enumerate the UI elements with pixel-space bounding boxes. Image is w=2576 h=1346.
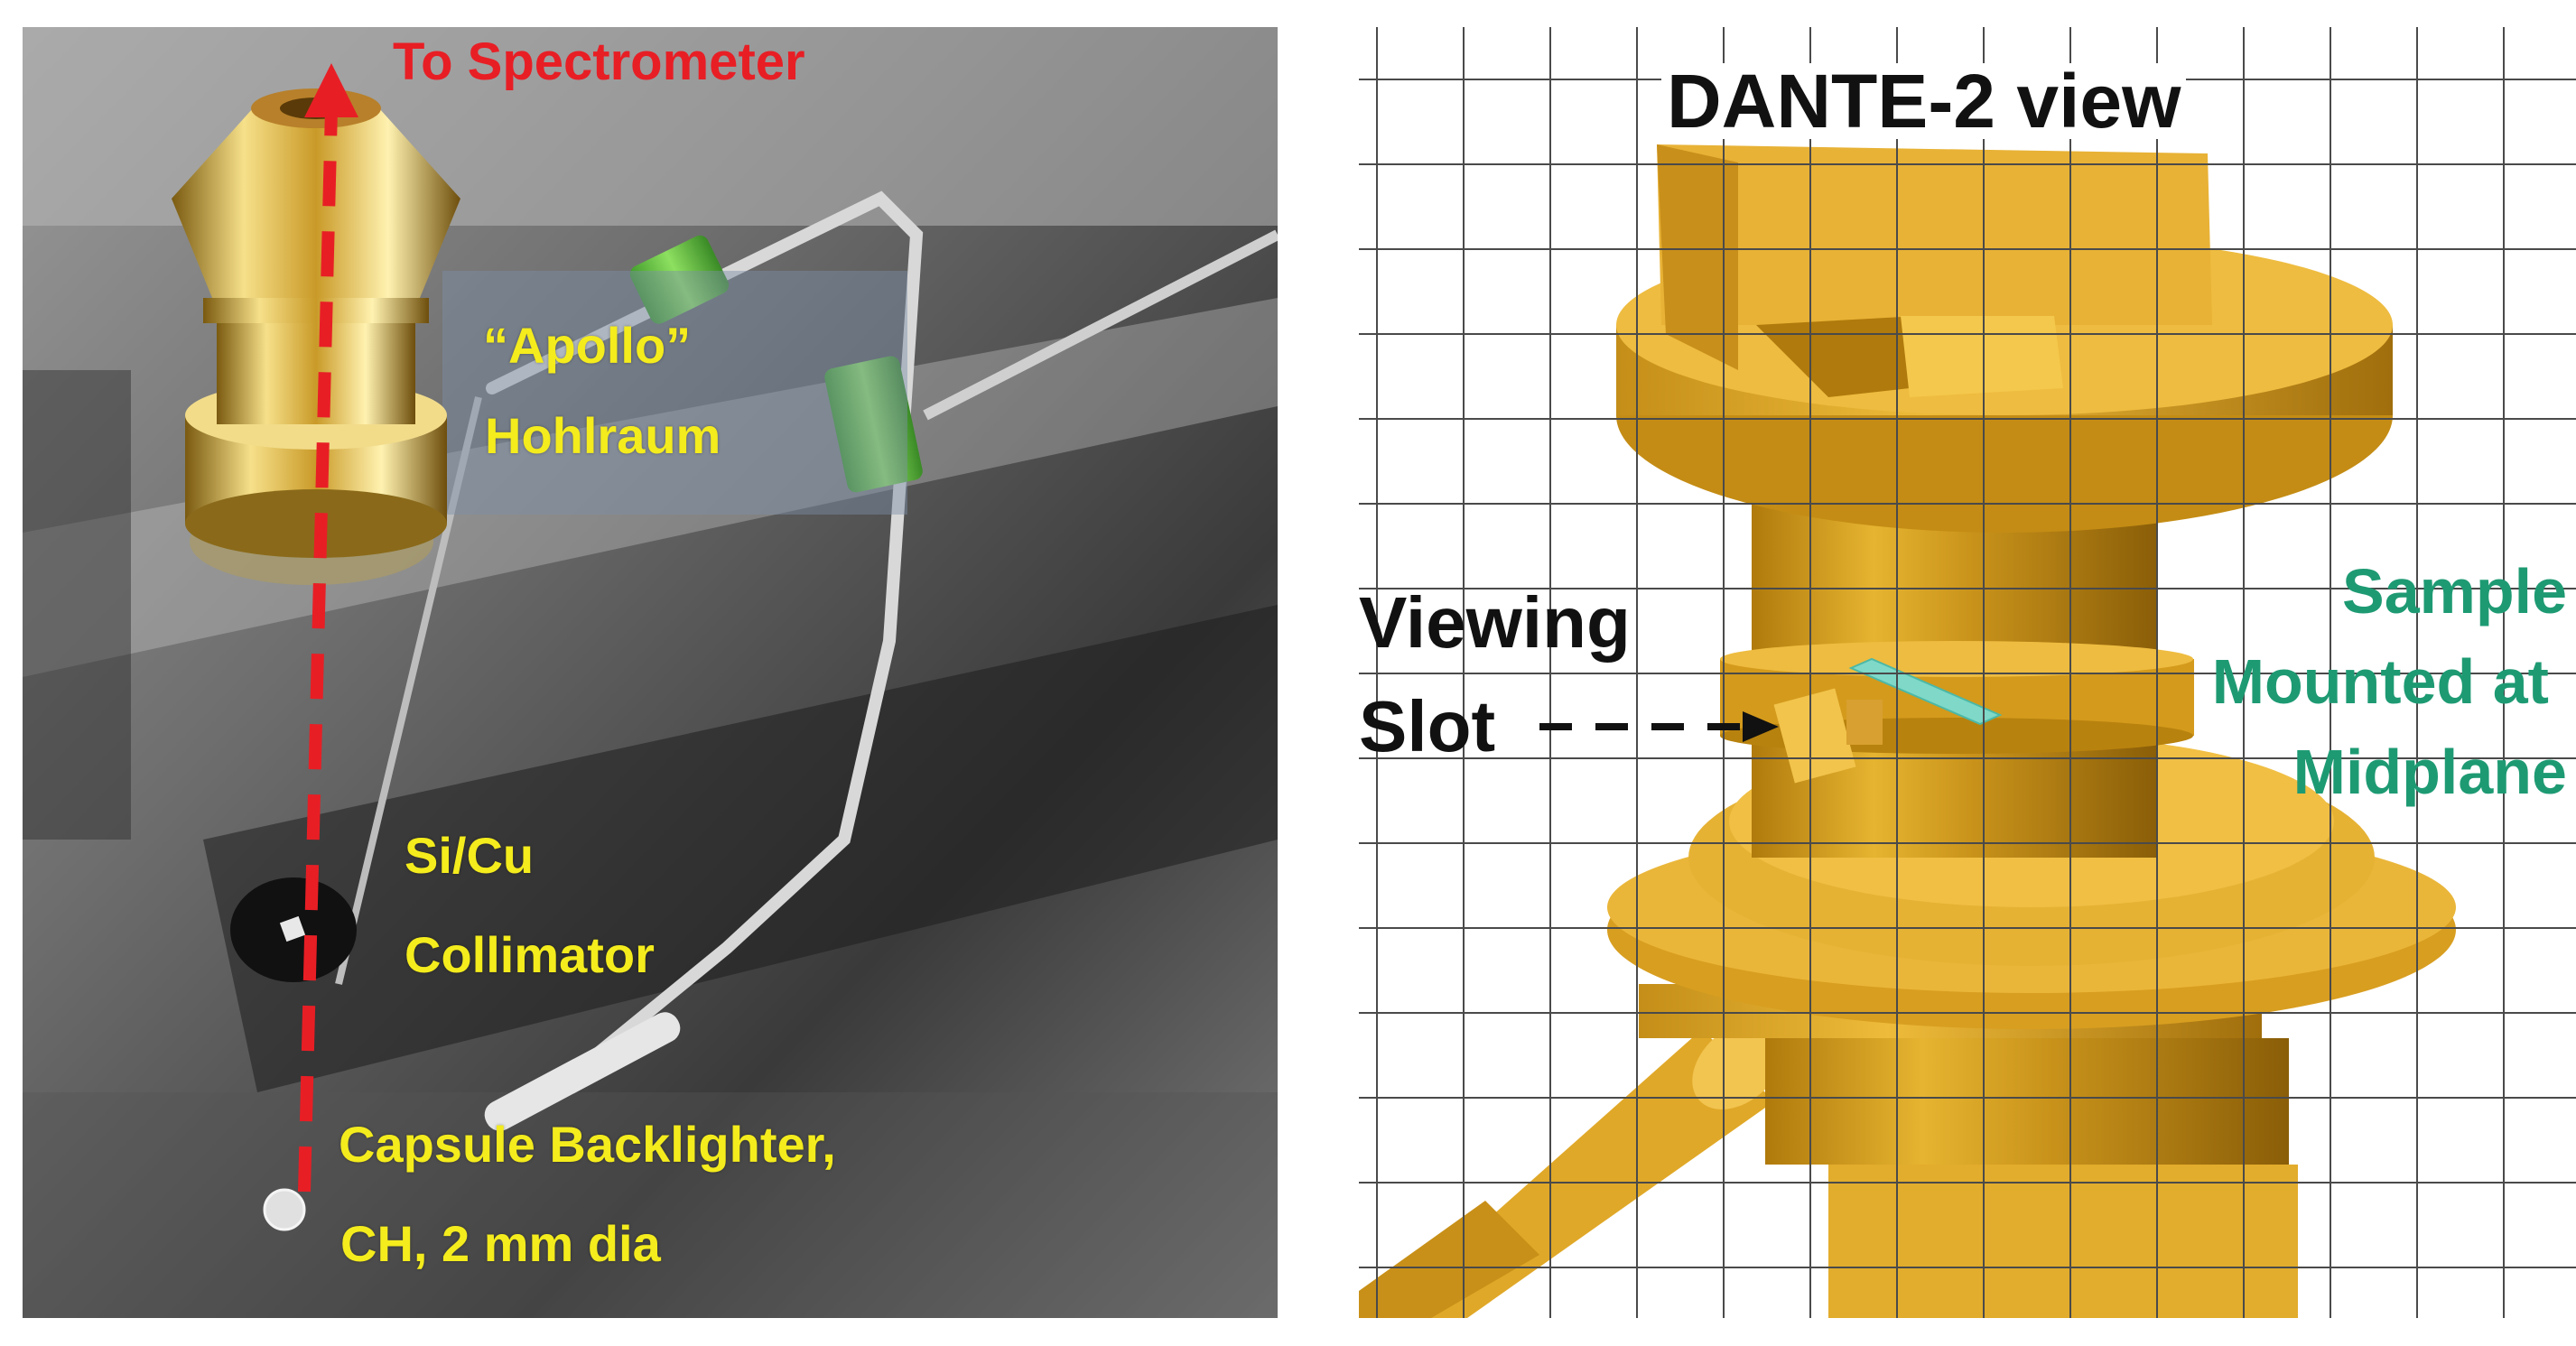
apollo-label: “Apollo” bbox=[483, 317, 692, 374]
collimator-graphic bbox=[230, 877, 357, 982]
capsule-label: Capsule Backlighter, bbox=[339, 1116, 836, 1173]
sample-label: Sample bbox=[2342, 556, 2567, 627]
sample-graphic bbox=[1848, 657, 2003, 726]
spectrometer-arrow bbox=[298, 63, 358, 1193]
dante-view-graphic bbox=[1359, 27, 2576, 1318]
spectrometer-label: To Spectrometer bbox=[393, 32, 805, 91]
hohlraum-graphic bbox=[172, 88, 460, 585]
capsule-spec-label: CH, 2 mm dia bbox=[340, 1215, 661, 1272]
target-photo bbox=[23, 27, 1278, 1318]
dante-title: DANTE-2 view bbox=[1661, 63, 2187, 139]
mounted-label: Mounted at bbox=[2211, 646, 2549, 717]
hohlraum-label: Hohlraum bbox=[485, 407, 721, 464]
target-photo-panel: To Spectrometer “Apollo” Hohlraum Si/Cu … bbox=[23, 27, 1278, 1318]
midplane-label: Midplane bbox=[2292, 737, 2567, 807]
sicu-label: Si/Cu bbox=[405, 827, 535, 884]
dante-view-panel: DANTE-2 view Viewing Slot Sample Mounted… bbox=[1359, 27, 2576, 1318]
slot-label: Slot bbox=[1359, 686, 1496, 766]
capsule-graphic bbox=[263, 1188, 306, 1231]
collimator-label: Collimator bbox=[405, 926, 655, 983]
viewing-slot-arrow bbox=[1539, 711, 1779, 742]
viewing-label: Viewing bbox=[1359, 582, 1631, 663]
stalk-arm bbox=[1359, 1021, 1784, 1318]
